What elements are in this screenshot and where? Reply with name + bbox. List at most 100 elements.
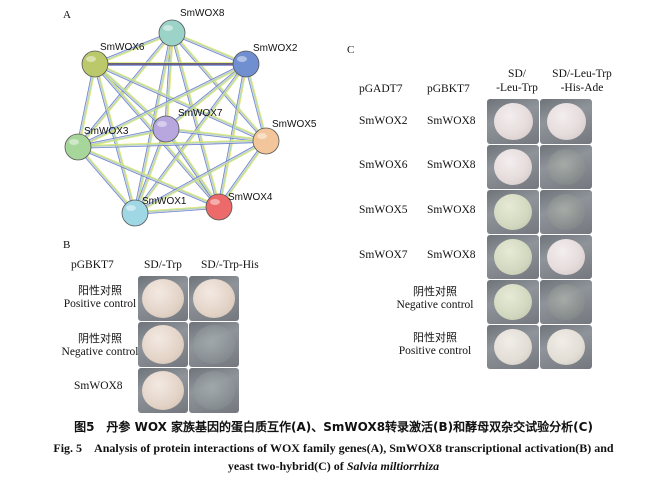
panel-c-dish-r3-sd2 <box>540 190 592 234</box>
panel-c-row5-cn: 阴性对照 <box>413 285 457 298</box>
network-edge <box>78 145 220 207</box>
network-edge <box>78 64 247 149</box>
panel-b-dish-pos-sd2 <box>189 276 239 321</box>
network-edge <box>94 64 135 214</box>
panel-c-dish-r6-sd1 <box>487 325 539 369</box>
network-node-label: SmWOX7 <box>178 108 223 119</box>
network-edge <box>76 63 95 147</box>
panel-c-label: C <box>347 44 355 56</box>
network-edge <box>134 205 219 213</box>
network-node-label: SmWOX6 <box>100 42 145 53</box>
network-edge <box>172 32 220 207</box>
network-edge <box>95 33 173 66</box>
panel-c-row4-prey: SmWOX7 <box>359 249 408 261</box>
network-edge <box>77 63 246 147</box>
network-edge <box>135 141 267 215</box>
figure-caption-cn: 图5 丹参 WOX 家族基因的蛋白质互作(A)、SmWOX8转录激活(B)和酵母… <box>74 420 593 434</box>
panel-b-dish-wox8-sd2 <box>189 368 239 413</box>
panel-c-col-sd2-l1: SD/-Leu-Trp <box>552 68 612 80</box>
panel-c-dish-r2-sd1 <box>487 145 539 189</box>
network-node-highlight <box>257 133 267 139</box>
network-node-highlight <box>69 139 79 145</box>
network-edge <box>78 129 167 148</box>
network-edge <box>95 62 168 129</box>
network-edge <box>172 32 221 207</box>
network-edge <box>78 141 267 148</box>
network-edge <box>166 128 221 207</box>
figure-caption-en-line2-text: yeast two-hybrid(C) of <box>227 459 347 473</box>
network-edge <box>171 33 219 208</box>
network-edge <box>134 63 246 213</box>
network-node-highlight <box>86 56 96 62</box>
network-node-label: SmWOX3 <box>84 126 129 137</box>
network-edge <box>95 62 267 141</box>
panel-c-row3-bait: SmWOX8 <box>427 204 476 216</box>
network-edge <box>166 128 267 141</box>
panel-c-dish-r5-sd1 <box>487 280 539 324</box>
network-node-highlight <box>163 25 173 31</box>
network-edge <box>164 32 172 129</box>
panel-c-row2-prey: SmWOX6 <box>359 159 408 171</box>
network-edge <box>135 33 173 214</box>
network-edge <box>77 139 266 147</box>
network-edge <box>78 145 137 213</box>
network-edge <box>78 146 220 207</box>
network-edge <box>94 32 172 64</box>
network-edge <box>135 64 248 215</box>
network-node-label: SmWOX8 <box>180 8 225 19</box>
panel-b-row1-cn: 阳性对照 <box>78 284 122 297</box>
network-node-smwox6 <box>81 50 109 78</box>
network-node-smwox8 <box>158 19 186 47</box>
panel-c-row1-prey: SmWOX2 <box>359 115 408 127</box>
network-edge <box>172 31 247 64</box>
panel-a-label: A <box>63 9 71 21</box>
network-node-label: SmWOX4 <box>228 192 273 203</box>
panel-c-row6-en: Positive control <box>398 345 472 357</box>
panel-c-dish-r1-sd2 <box>540 99 592 144</box>
panel-c-col-sd1-l1: SD/ <box>508 68 526 80</box>
panel-b-row2-en: Negative control <box>61 346 139 358</box>
network-node-label: SmWOX5 <box>272 119 317 130</box>
network-edge <box>165 63 246 129</box>
figure-caption-species: Salvia miltiorrhiza <box>346 459 440 473</box>
network-edge <box>134 139 266 213</box>
network-node-label: SmWOX1 <box>142 196 187 207</box>
network-edge <box>77 127 166 147</box>
network-node-smwox2 <box>232 50 260 78</box>
panel-b-dish-neg-sd1 <box>138 322 188 367</box>
network-edge <box>78 64 247 148</box>
panel-c-dish-r6-sd2 <box>540 325 592 369</box>
panel-c-row3-prey: SmWOX5 <box>359 204 408 216</box>
network-edge <box>170 33 266 143</box>
figure-caption-en-line2: yeast two-hybrid(C) of Salvia miltiorrhi… <box>0 459 667 474</box>
network-edge <box>135 207 220 214</box>
panel-c-col-sd2-l2: -His-Ade <box>560 82 604 94</box>
panel-b-dish-neg-sd2 <box>189 322 239 367</box>
panel-b-label: B <box>63 239 71 251</box>
network-edge <box>94 64 266 142</box>
network-node-highlight <box>237 56 247 62</box>
network-edge <box>77 147 135 214</box>
panel-b-dish-wox8-sd1 <box>138 368 188 413</box>
network-edge <box>77 147 219 208</box>
network-edge <box>218 140 266 207</box>
panel-b-col-sd2: SD/-Trp-His <box>201 259 259 271</box>
figure-caption-en-line1: Fig. 5 Analysis of protein interactions … <box>53 441 614 455</box>
panel-c-row4-bait: SmWOX8 <box>427 249 476 261</box>
network-edge <box>171 33 246 66</box>
network-node-highlight <box>126 205 136 211</box>
network-edge <box>95 63 136 213</box>
network-edge <box>78 64 97 148</box>
network-node-highlight <box>210 199 220 205</box>
network-edge <box>219 141 267 208</box>
network-edge <box>135 207 220 215</box>
network-edge <box>77 128 166 147</box>
network-edge <box>166 128 220 207</box>
network-edge <box>94 64 266 143</box>
network-edge <box>135 141 267 214</box>
network-edge <box>77 147 219 209</box>
network-edge <box>134 206 219 213</box>
network-edge <box>217 139 266 207</box>
network-edge <box>166 127 267 141</box>
